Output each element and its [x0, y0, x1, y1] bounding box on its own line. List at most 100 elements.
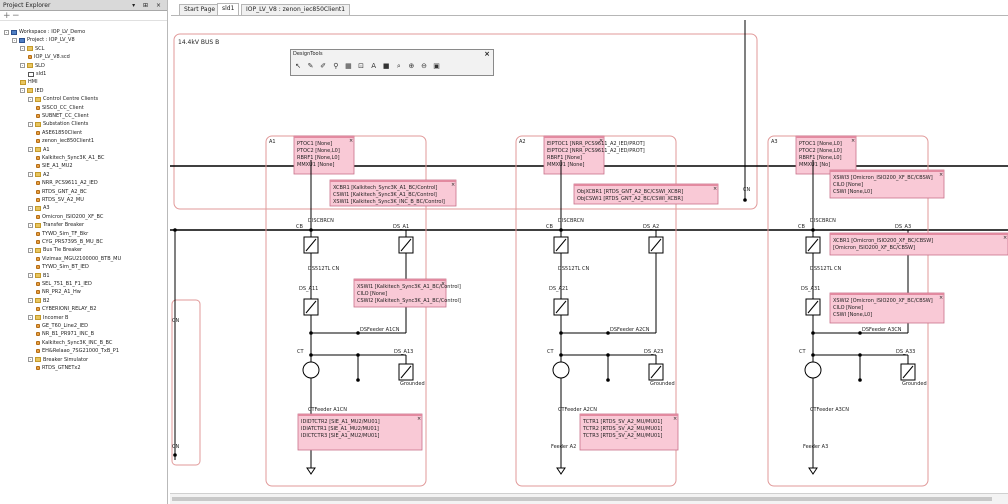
tree-item[interactable]: -SLD: [20, 62, 45, 70]
tree-item[interactable]: -Transfer Breaker: [28, 221, 84, 229]
current-transformer[interactable]: [804, 361, 822, 379]
xswi3-box-A3[interactable]: [829, 169, 945, 199]
ds-cn-label: DS512TL CN: [558, 266, 589, 272]
tree-item[interactable]: -Bus Tie Breaker: [28, 246, 82, 254]
tree-item[interactable]: SEL_751_B1_F1_IED: [36, 280, 92, 288]
tree-item[interactable]: IOP_LV_V8.scd: [28, 53, 70, 61]
horizontal-scrollbar[interactable]: [170, 493, 1008, 504]
collapse-icon[interactable]: -: [28, 298, 33, 304]
tree-item[interactable]: -IED: [20, 87, 43, 95]
collapse-icon[interactable]: -: [28, 222, 33, 228]
xcbr-box-A1[interactable]: [329, 179, 457, 207]
bus-junction: [559, 228, 563, 232]
tree-item[interactable]: SIE_A1_MU2: [36, 162, 73, 170]
scrollbar-thumb[interactable]: [172, 497, 992, 501]
collapse-icon[interactable]: -: [28, 357, 33, 363]
grid-icon[interactable]: ▦: [345, 62, 352, 70]
tree-item[interactable]: NR_B1_PR971_INC_B: [36, 330, 94, 338]
tab-sld1[interactable]: sld1: [217, 3, 240, 15]
zoom-in-icon[interactable]: ⊕: [408, 62, 415, 70]
tctr-box-A1-header: [298, 414, 422, 416]
ied-summary-A1[interactable]: [293, 135, 355, 175]
pointer-icon[interactable]: ↖: [295, 62, 301, 70]
project-icon: [19, 37, 25, 43]
explorer-window-controls[interactable]: ▾ ⊞ ×: [132, 2, 164, 9]
tree-item[interactable]: NRR_PCS9611_A2_IED: [36, 179, 98, 187]
tree-item[interactable]: RTDS_GTNETx2: [36, 364, 81, 372]
tree-item[interactable]: -B1: [28, 272, 50, 280]
collapse-icon[interactable]: -: [28, 315, 33, 321]
tree-item[interactable]: Kalkitech_Sync3K_INC_B_BC: [36, 339, 112, 347]
tree-item[interactable]: TYWD_Sim_TF_Bkr: [36, 230, 88, 238]
tree-item[interactable]: -Incomer B: [28, 314, 68, 322]
close-icon[interactable]: ×: [484, 50, 490, 58]
tab-start-page[interactable]: Start Page: [179, 4, 221, 15]
tree-item[interactable]: SISCO_CC_Client: [36, 104, 84, 112]
tree-item[interactable]: -Project : IOP_LV_V8: [12, 36, 75, 44]
tree-item[interactable]: CYG_PRS7395_B_MU_BC: [36, 238, 103, 246]
collapse-icon[interactable]: -: [28, 172, 33, 178]
tree-item[interactable]: -B2: [28, 297, 50, 305]
zoom-icon[interactable]: ⌕: [396, 62, 401, 70]
collapse-icon[interactable]: -: [12, 37, 17, 43]
tree-item[interactable]: Vizimax_MGU2100000_BTB_MU: [36, 255, 121, 263]
image-icon[interactable]: ⊡: [358, 62, 364, 70]
layout-icon[interactable]: ▣: [433, 62, 440, 70]
collapse-icon[interactable]: -: [20, 88, 25, 94]
tree-item[interactable]: -Breaker Simulator: [28, 356, 88, 364]
folder-icon: [35, 247, 41, 253]
tree-item[interactable]: Omicron_ISIO200_XF_BC: [36, 213, 103, 221]
tree-item[interactable]: CYBERIONI_RELAY_B2: [36, 305, 96, 313]
tree-item[interactable]: -Workspace : IOP_LV_Demo: [4, 28, 85, 36]
tree-item[interactable]: GE_T60_Line2_IED: [36, 322, 88, 330]
current-transformer[interactable]: [302, 361, 320, 379]
tree-item[interactable]: -A2: [28, 171, 50, 179]
collapse-icon[interactable]: -: [20, 46, 25, 52]
collapse-icon[interactable]: -: [28, 205, 33, 211]
tree-item[interactable]: ASE61850Client: [36, 129, 82, 137]
tree-item[interactable]: zenon_iec850Client1: [36, 137, 94, 145]
fill-icon[interactable]: ■: [382, 62, 390, 70]
design-tools-titlebar[interactable]: DesignTools ×: [291, 50, 493, 59]
collapse-icon[interactable]: -: [4, 29, 9, 35]
collapse-icon[interactable]: -: [28, 121, 33, 127]
tree-item[interactable]: Kalkitech_Sync3K_A1_BC: [36, 154, 104, 162]
tctr-box-A1[interactable]: [297, 413, 423, 451]
tree-item[interactable]: RTDS_GNT_A2_BC: [36, 188, 87, 196]
tree-item[interactable]: TYWD_Sim_BT_IED: [36, 263, 89, 271]
collapse-icon[interactable]: -: [28, 96, 33, 102]
tree-item[interactable]: HMI: [20, 78, 38, 86]
ied-summary-A3[interactable]: [795, 135, 857, 175]
add-icon[interactable]: +: [3, 11, 11, 21]
tree-item[interactable]: -Control Centre Clients: [28, 95, 98, 103]
collapse-icon[interactable]: -: [28, 247, 33, 253]
tree-item[interactable]: SUBNET_CC_Client: [36, 112, 89, 120]
tree-item[interactable]: -A3: [28, 204, 50, 212]
tree-item[interactable]: NR_PR2_A1_Hw: [36, 288, 81, 296]
tree-item[interactable]: RTDS_SV_A2_MU: [36, 196, 84, 204]
xcbr-box-A1-header: [330, 180, 456, 182]
current-transformer[interactable]: [552, 361, 570, 379]
zoom-out-icon[interactable]: ⊖: [421, 62, 427, 70]
tree-item[interactable]: -A1: [28, 146, 50, 154]
xswi-box-A1[interactable]: [353, 278, 447, 308]
pen-icon[interactable]: ✎: [307, 62, 314, 70]
collapse-icon[interactable]: -: [28, 273, 33, 279]
collapse-icon[interactable]: -: [28, 147, 33, 153]
tree-item[interactable]: -SCL: [20, 45, 44, 53]
ied-icon: [36, 307, 40, 312]
ied-summary-A1-header: [294, 136, 354, 138]
pencil-icon[interactable]: ✐: [320, 62, 327, 70]
connector-icon[interactable]: ⚲: [333, 62, 339, 70]
tab-zenon-client[interactable]: IOP_LV_V8 : zenon_iec850Client1: [241, 4, 351, 15]
tree-item[interactable]: EH&Relaao_7SG21000_TxB_P1: [36, 347, 119, 355]
collapse-icon[interactable]: -: [20, 63, 25, 69]
text-icon[interactable]: A: [371, 62, 376, 70]
tree-item[interactable]: -Substation Clients: [28, 120, 88, 128]
tree-item[interactable]: sld1: [28, 70, 46, 78]
xcbr-box-A3[interactable]: [829, 232, 1008, 256]
remove-icon[interactable]: −: [12, 11, 20, 21]
ied-summary-A2[interactable]: [543, 135, 605, 175]
